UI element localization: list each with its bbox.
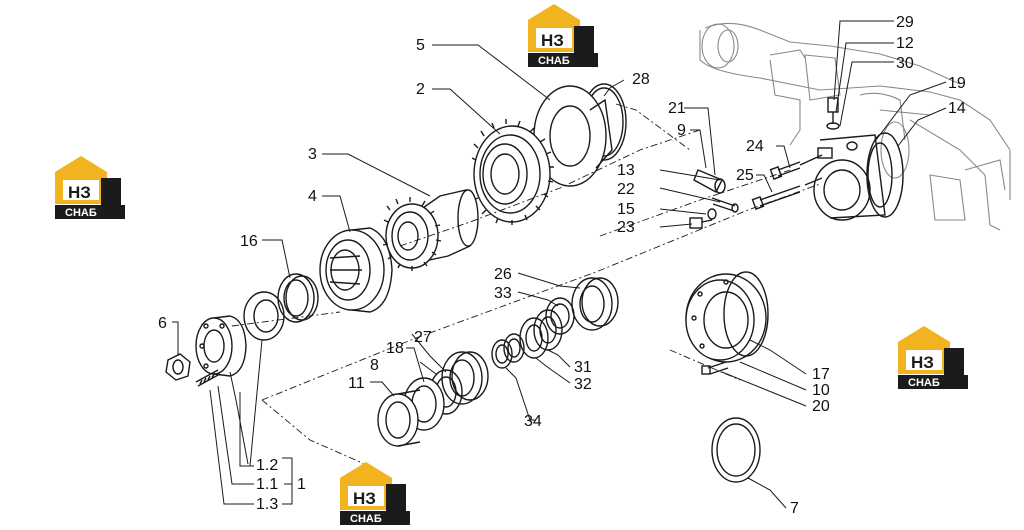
logo-word-text: СНАБ (350, 513, 382, 525)
callout-11: 11 (348, 375, 365, 392)
ring-33 (545, 297, 575, 335)
logo-word-text: СНАБ (65, 207, 97, 219)
spring-22 (711, 197, 739, 213)
callout-18: 18 (386, 340, 404, 357)
breather-fitting (826, 97, 858, 151)
gear-hub-4 (319, 227, 393, 313)
bearing-27 (441, 351, 489, 405)
callout-33: 33 (494, 285, 512, 302)
pin-13 (693, 169, 726, 194)
logo-word-text: СНАБ (908, 377, 940, 389)
callout-17: 17 (812, 366, 830, 383)
callout-1-3: 1.3 (256, 496, 278, 513)
leader-lines (172, 20, 947, 509)
seal-ring-7 (711, 417, 761, 483)
callout-28: 28 (632, 71, 650, 88)
bearing-26 (571, 277, 619, 331)
nut-6 (165, 353, 191, 381)
callout-10: 10 (812, 382, 830, 399)
callout-3: 3 (308, 146, 317, 163)
logo-mark-text: НЗ (911, 353, 934, 372)
callout-26: 26 (494, 266, 512, 283)
callout-22: 22 (617, 181, 635, 198)
logo-mark-text: НЗ (68, 183, 91, 202)
callout-29: 29 (896, 14, 914, 31)
callout-25: 25 (736, 167, 754, 184)
callout-4: 4 (308, 188, 317, 205)
brand-logo-top: НЗ СНАБ (528, 4, 598, 67)
bolt-24 (769, 161, 801, 180)
callout-30: 30 (896, 55, 914, 72)
callout-31: 31 (574, 359, 592, 376)
callout-2: 2 (416, 81, 425, 98)
brand-logo-bottom: НЗ СНАБ (340, 462, 410, 525)
stud-1-3 (195, 369, 221, 387)
callout-14: 14 (948, 100, 966, 117)
wheel-hub-housing (799, 132, 904, 221)
callout-19: 19 (948, 75, 966, 92)
bearing-16 (277, 273, 319, 323)
seal-1-2 (243, 291, 285, 341)
callout-13: 13 (617, 162, 635, 179)
callout-5: 5 (416, 37, 425, 54)
callout-1-2: 1.2 (256, 457, 278, 474)
logo-mark-text: НЗ (353, 489, 376, 508)
callout-24: 24 (746, 138, 764, 155)
callout-34: 34 (524, 413, 542, 430)
callout-32: 32 (574, 376, 592, 393)
washer-group-34 (491, 333, 525, 369)
callout-9: 9 (677, 122, 686, 139)
washer-15 (707, 208, 717, 220)
shim-32 (519, 317, 549, 359)
callout-1: 1 (297, 476, 306, 493)
callout-7: 7 (790, 500, 799, 517)
callout-21: 21 (668, 100, 686, 117)
callout-20: 20 (812, 398, 830, 415)
brand-logo-left: НЗ СНАБ (55, 156, 125, 219)
o-ring-10 (723, 271, 769, 357)
sun-shaft-3 (382, 189, 479, 271)
screw-23 (689, 217, 713, 229)
callout-1-1: 1.1 (256, 476, 278, 493)
logo-mark-text: НЗ (541, 31, 564, 50)
brand-logo-right: НЗ СНАБ (898, 326, 968, 389)
callout-6: 6 (158, 315, 167, 332)
screw-20 (701, 361, 729, 375)
ring-gear-2 (471, 119, 554, 225)
axle-housing (699, 22, 1011, 231)
construction-lines (231, 103, 821, 479)
logo-word-text: СНАБ (538, 55, 570, 67)
callout-labels: 5 2 3 4 16 6 28 21 9 13 22 15 23 24 25 2… (158, 14, 966, 517)
bolt-25 (751, 185, 801, 210)
flange-housing-17 (685, 273, 767, 363)
callout-12: 12 (896, 35, 914, 52)
callout-15: 15 (617, 201, 635, 218)
callout-27: 27 (414, 329, 432, 346)
flange-1-1 (195, 315, 247, 377)
callout-23: 23 (617, 219, 635, 236)
callout-8: 8 (370, 357, 379, 374)
sleeve-11 (377, 389, 421, 447)
callout-16: 16 (240, 233, 258, 250)
